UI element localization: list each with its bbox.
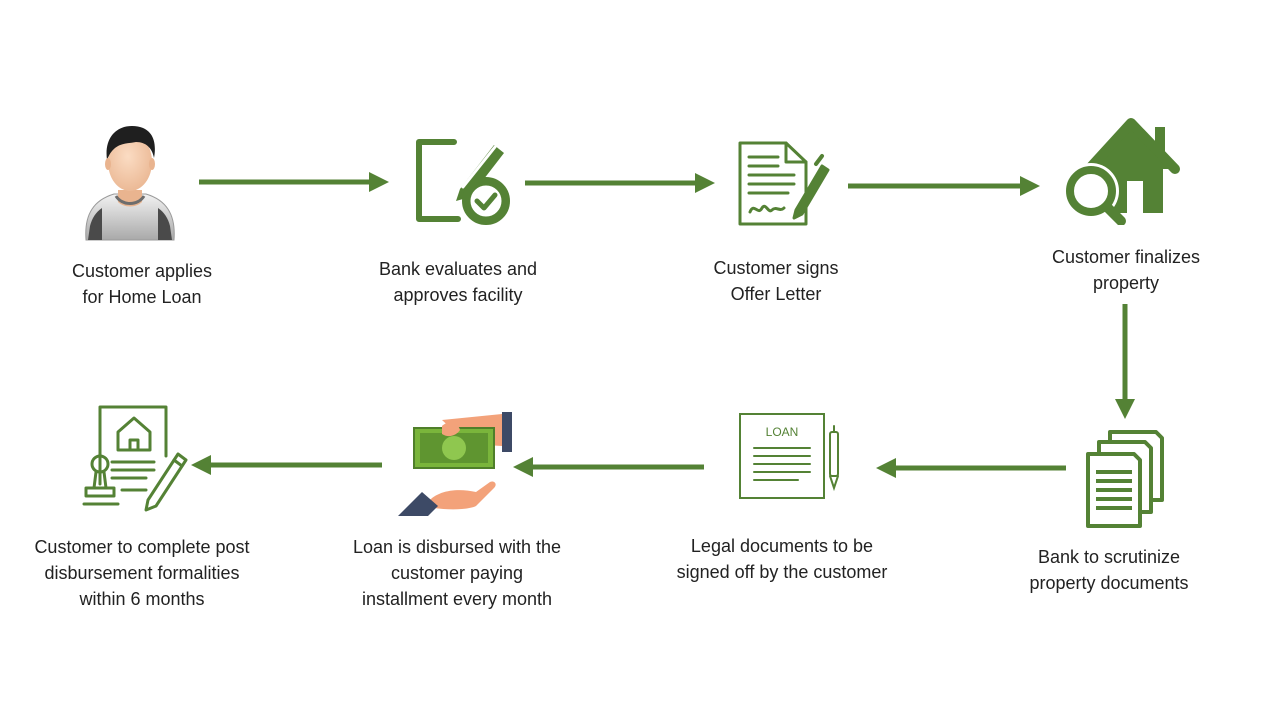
step-label-legal-documents: Legal documents to be signed off by the … [676,536,888,582]
document-stack-icon [1084,428,1166,530]
property-stamp-icon [82,404,188,512]
step-label-customer-signs: Customer signs Offer Letter [713,258,839,304]
loan-document-icon: LOAN [738,412,848,500]
step-label-customer-finalizes: Customer finalizes property [1051,247,1201,293]
step-label-customer-applies: Customer applies for Home Loan [71,261,213,307]
step-label-post-disbursement: Customer to complete post disbursement f… [34,537,250,609]
sign-document-icon [736,140,830,228]
loan-doc-title: LOAN [766,425,799,439]
person-icon [80,122,180,242]
cash-handover-icon [398,410,516,518]
edit-approve-icon [414,137,510,227]
step-label-loan-disbursed: Loan is disbursed with the customer payi… [352,537,562,609]
house-search-icon [1059,115,1193,225]
step-label-bank-evaluates: Bank evaluates and approves facility [378,259,538,305]
step-label-bank-scrutinize: Bank to scrutinize property documents [1029,547,1189,593]
